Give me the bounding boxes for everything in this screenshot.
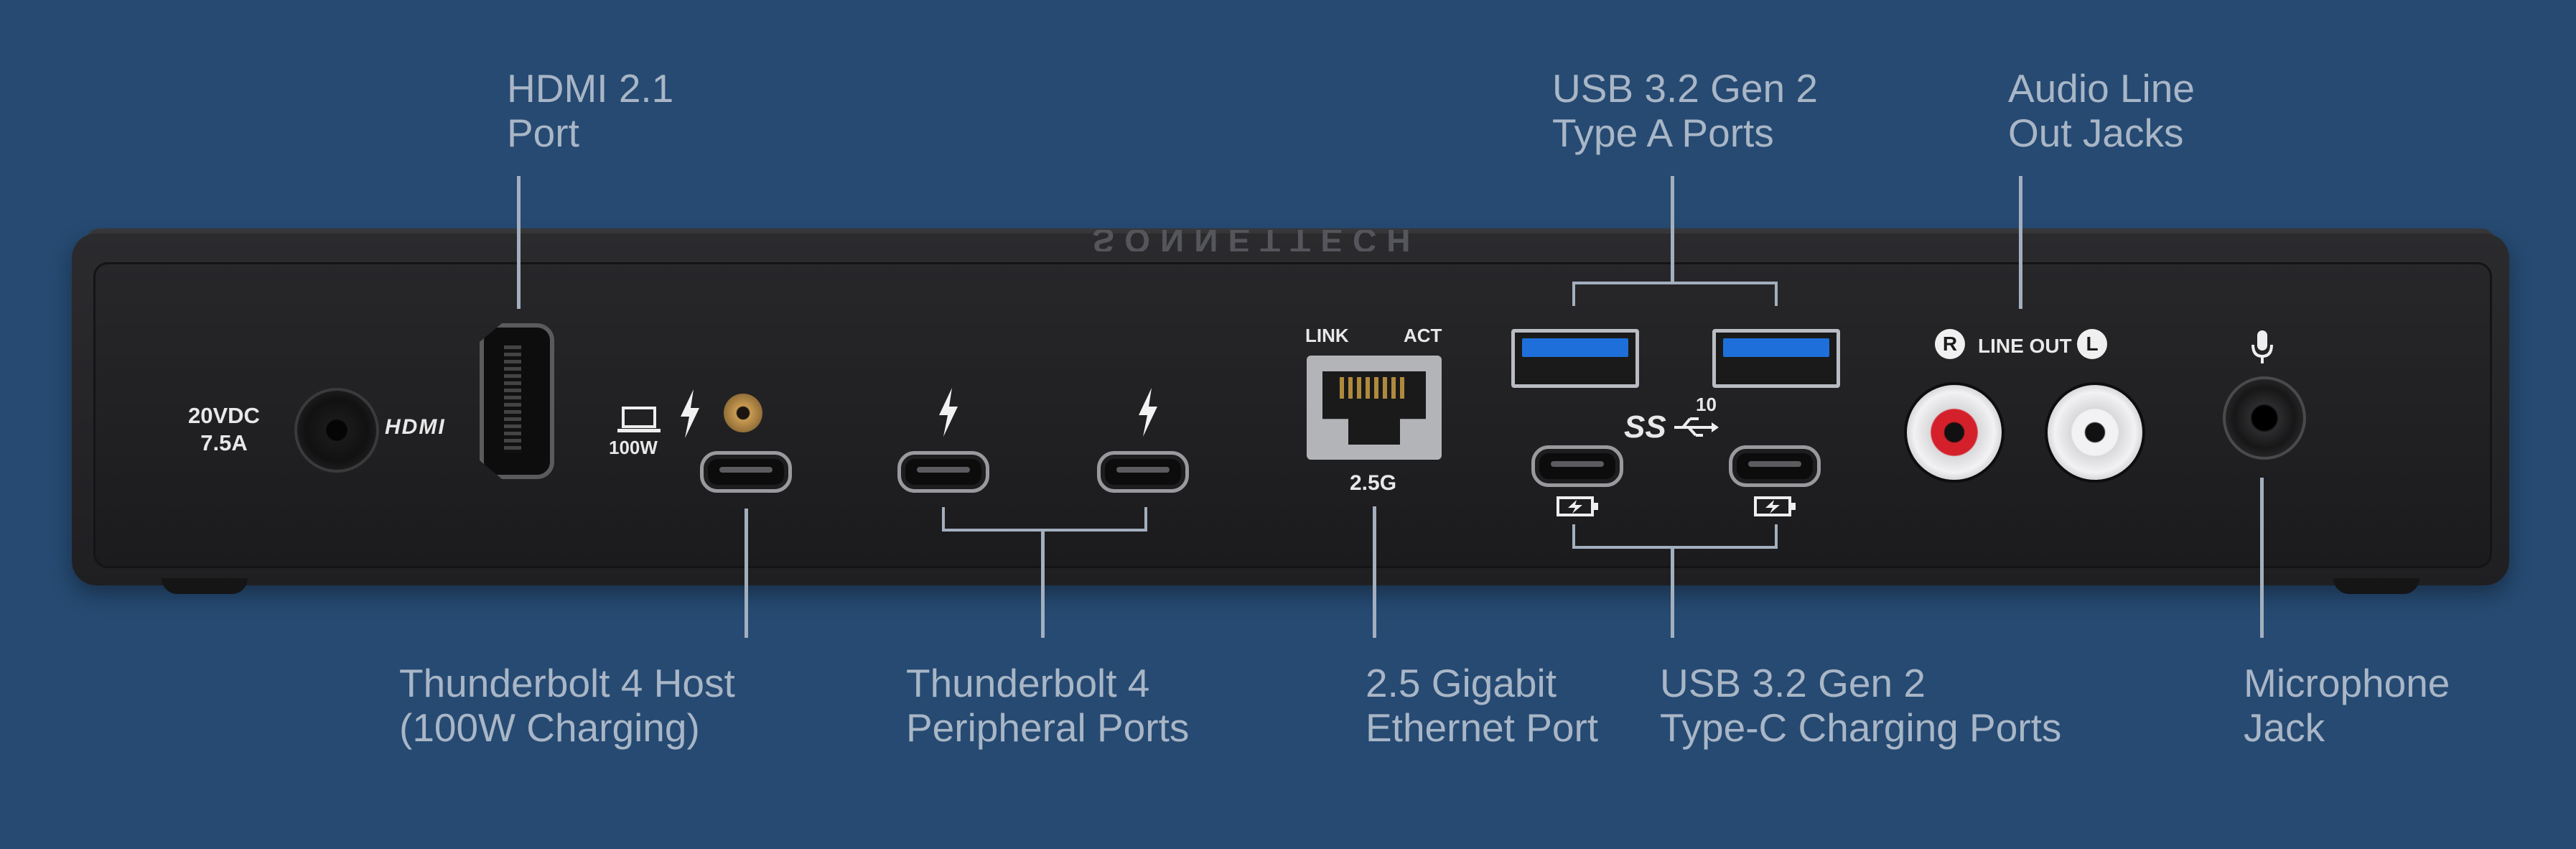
laptop-icon (617, 407, 661, 432)
thunderbolt-icon (681, 389, 699, 438)
line-out-label: LINE OUT (1978, 335, 2072, 357)
battery-charge-icon (1754, 496, 1796, 516)
battery-charge-icon (1557, 496, 1598, 516)
microphone-icon (2251, 330, 2273, 363)
thunderbolt-4-peripheral-port-1[interactable] (897, 451, 989, 493)
usb-a-leader-line (1671, 176, 1674, 284)
microphone-leader-line (2260, 478, 2264, 638)
security-lock-slot (724, 394, 762, 432)
right-foot (2333, 578, 2419, 594)
callout-tb4-host: Thunderbolt 4 Host(100W Charging) (399, 661, 735, 750)
usb-a-port-1[interactable] (1511, 329, 1639, 388)
act-led-label: ACT (1404, 325, 1442, 346)
usb-a-bracket (1572, 282, 1778, 306)
usb-c-bracket (1572, 524, 1778, 549)
usb-a-port-2[interactable] (1712, 329, 1840, 388)
thunderbolt-icon (1139, 388, 1157, 437)
line-out-right-jack[interactable] (1904, 382, 2005, 483)
usb-c-leader-line (1671, 546, 1674, 638)
thunderbolt-icon (939, 388, 958, 437)
audio-leader-line (2019, 176, 2022, 309)
power-rating-label: 20VDC 7.5A (188, 403, 260, 455)
superspeed-logo: SS (1624, 409, 1666, 445)
line-out-left-jack[interactable] (2045, 382, 2145, 483)
ethernet-leader-line (1373, 506, 1376, 638)
tb4-peripheral-leader-line (1041, 529, 1045, 638)
ethernet-speed-label: 2.5G (1350, 471, 1397, 495)
right-channel-badge: R (1935, 329, 1965, 359)
hdmi-port[interactable] (480, 323, 554, 479)
host-wattage-label: 100W (609, 437, 658, 458)
microphone-jack[interactable] (2223, 376, 2306, 460)
hdmi-leader-line (517, 176, 521, 309)
usb-trident-icon (1674, 417, 1719, 437)
thunderbolt-4-host-port[interactable] (700, 451, 792, 493)
ethernet-port[interactable] (1307, 356, 1442, 460)
dc-power-input[interactable] (294, 388, 379, 473)
thunderbolt-4-peripheral-port-2[interactable] (1097, 451, 1189, 493)
usb-c-charging-port-2[interactable] (1729, 445, 1821, 487)
usb-c-charging-port-1[interactable] (1531, 445, 1623, 487)
tb4-peripheral-bracket (942, 507, 1147, 532)
tb4-host-leader-line (745, 509, 748, 638)
left-channel-badge: L (2077, 329, 2107, 359)
superspeed-rate-label: 10 (1696, 394, 1717, 415)
hdmi-logo: HDMI (385, 415, 446, 439)
left-foot (162, 578, 248, 594)
top-brand-text: SONNETTECH (1092, 230, 1421, 251)
link-led-label: LINK (1305, 325, 1349, 346)
